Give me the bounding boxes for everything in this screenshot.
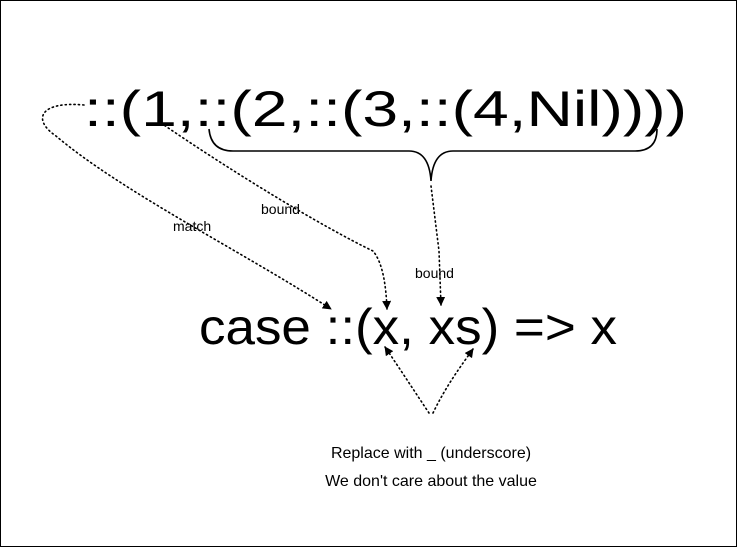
bound-tail-arrow: [430, 185, 446, 306]
tail-brace: [208, 128, 658, 182]
list-expression: ::(1,::(2,::(3,::(4,Nil)))): [84, 81, 687, 137]
match-label: match: [173, 218, 211, 234]
note-to-xs-arrow: [432, 348, 474, 414]
match-arrow: [41, 103, 332, 310]
note-line-1: Replace with _ (underscore): [331, 445, 531, 462]
note-line-2: We don't care about the value: [325, 473, 537, 490]
bound-head-label: bound: [261, 201, 300, 217]
bound-head-arrow: [160, 122, 392, 310]
case-pattern: case ::(x, xs) => x: [199, 299, 617, 355]
bound-tail-label: bound: [415, 265, 454, 281]
note-to-x-arrow: [384, 346, 430, 414]
